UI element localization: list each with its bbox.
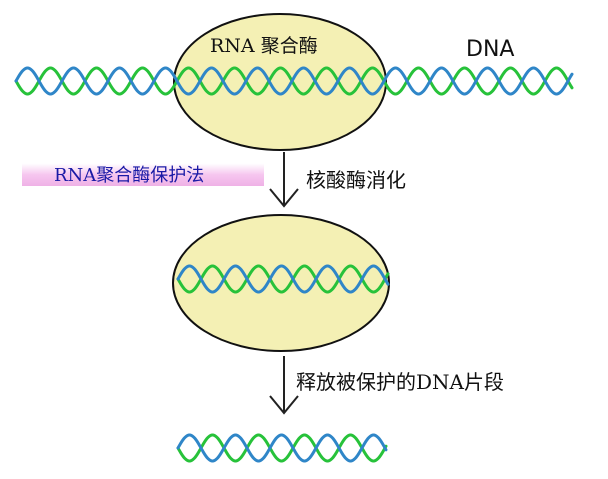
dna-label: DNA	[466, 37, 514, 62]
dna-helix-protected	[176, 264, 390, 294]
release-step-label: 释放被保护的DNA片段	[296, 370, 504, 394]
blue-strand	[176, 433, 388, 463]
polymerase-label: RNA 聚合酶	[210, 35, 318, 57]
down-arrow-1	[269, 152, 299, 208]
down-arrow-2	[269, 356, 299, 415]
blue-strand	[176, 264, 390, 294]
polymerase-ellipse-middle	[172, 214, 390, 352]
blue-strand	[14, 66, 574, 96]
method-label: RNA聚合酶保护法	[54, 165, 205, 186]
dna-helix-full	[14, 66, 574, 96]
dna-fragment	[176, 433, 388, 463]
digestion-step-label: 核酸酶消化	[306, 168, 406, 192]
method-caption: RNA聚合酶保护法	[22, 158, 264, 186]
green-strand	[176, 264, 390, 294]
green-strand	[176, 433, 388, 463]
